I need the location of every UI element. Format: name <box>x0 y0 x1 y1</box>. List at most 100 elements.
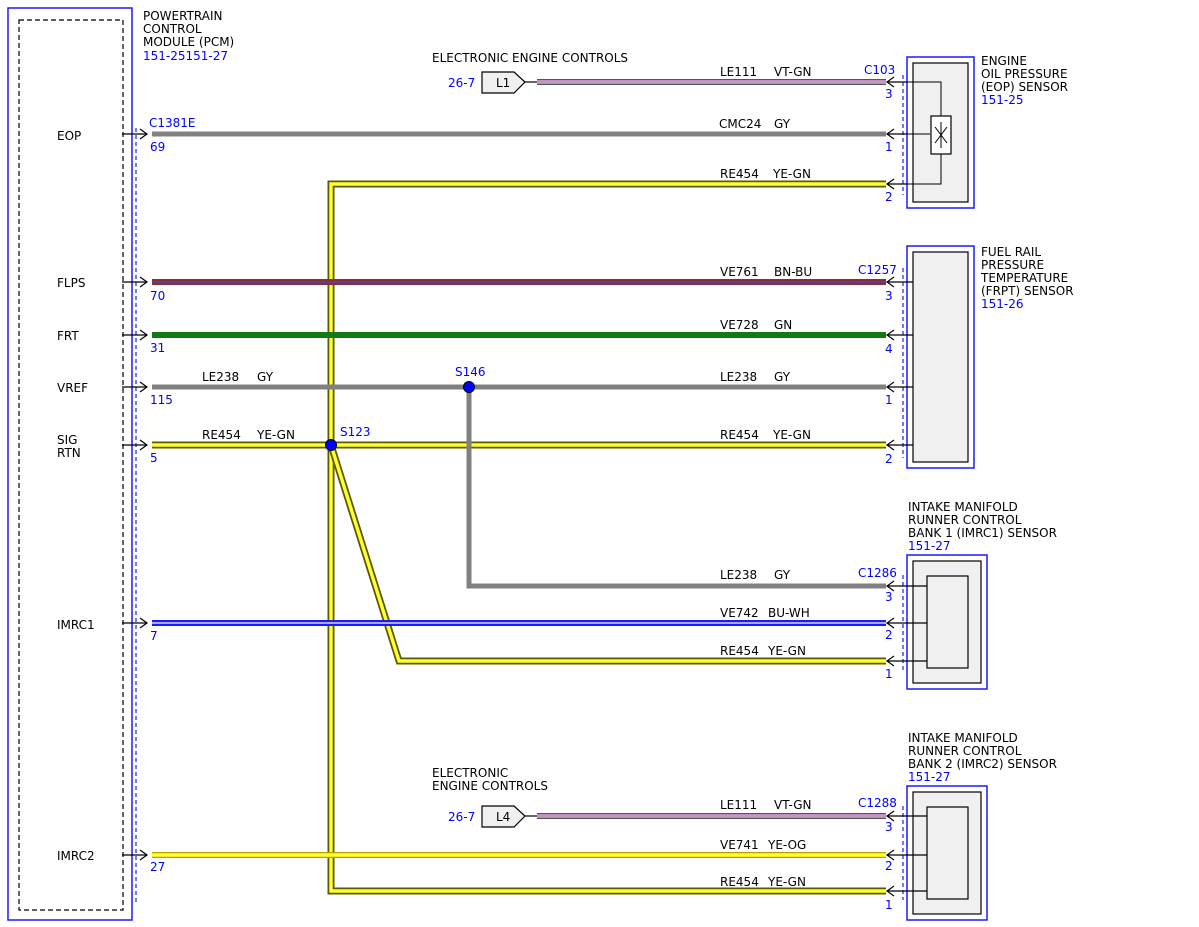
wire-label-circuit: LE111 <box>720 798 757 812</box>
wire-label-color: GY <box>774 568 791 582</box>
wire-label-circuit: LE238 <box>202 370 239 384</box>
imrc2-sensor-name-line-3: BANK 2 (IMRC2) SENSOR <box>908 757 1057 771</box>
wire-label-circuit: LE238 <box>720 370 757 384</box>
wire-label-circuit: RE454 <box>720 167 759 181</box>
imrc2-pin-number: 2 <box>885 859 893 873</box>
imrc2-sensor-outline <box>906 785 988 921</box>
frpt-sensor-ref[interactable]: 151-26 <box>981 297 1024 311</box>
imrc2-sensor-name-line-2: RUNNER CONTROL <box>908 744 1022 758</box>
imrc1-sensor-name-line-2: RUNNER CONTROL <box>908 513 1022 527</box>
pcm-title-line-1: POWERTRAIN <box>143 9 223 23</box>
arrow-imrc1-1 <box>885 655 927 667</box>
imrc1-sensor-outline <box>906 554 988 690</box>
wire-label-circuit: RE454 <box>720 875 759 889</box>
wire-label-color: YE-GN <box>767 644 806 658</box>
pcm-module[interactable] <box>7 7 137 921</box>
frpt-pin-number: 4 <box>885 342 893 356</box>
wire-label-color: YE-GN <box>772 167 811 181</box>
wire-label-circuit: CMC24 <box>719 117 761 131</box>
offpage-l4-label: L4 <box>496 810 510 824</box>
offpage-l1-page-ref[interactable]: 26-7 <box>448 76 475 90</box>
pcm-title-line-3: MODULE (PCM) <box>143 35 234 49</box>
arrow-imrc1-2 <box>885 617 927 629</box>
wire-label-circuit: VE741 <box>720 838 759 852</box>
imrc2-pin-number: 1 <box>885 898 893 912</box>
pcm-title-line-2: CONTROL <box>143 22 202 36</box>
imrc1-connector-label[interactable]: C1286 <box>858 566 897 580</box>
pcm-pin-number-31: 31 <box>150 341 165 355</box>
frpt-sensor-outline <box>906 245 975 469</box>
imrc1-sensor-element <box>926 575 969 669</box>
wire-label-color: GY <box>774 370 791 384</box>
pcm-outline <box>7 7 133 921</box>
imrc2-connector-label[interactable]: C1288 <box>858 796 897 810</box>
offpage-l4-title-line-2: ENGINE CONTROLS <box>432 779 548 793</box>
arrow-eop-2 <box>885 178 907 190</box>
pcm-pin-number-5: 5 <box>150 451 158 465</box>
wire-label-circuit: VE728 <box>720 318 759 332</box>
frpt-sensor-name-line-1: FUEL RAIL <box>981 245 1041 259</box>
arrow-frpt-3 <box>885 276 913 288</box>
wire-label-color: YE-OG <box>767 838 806 852</box>
pcm-arrow-vref <box>122 381 149 393</box>
wire-label-color: YE-GN <box>256 428 295 442</box>
frpt-sensor-name-line-2: PRESSURE <box>981 258 1044 272</box>
eop-sensor-name-line-3: (EOP) SENSOR <box>981 80 1068 94</box>
imrc2-sensor-element <box>926 806 969 900</box>
wire-label-color: VT-GN <box>774 798 811 812</box>
splice-s146-label: S146 <box>455 365 486 379</box>
eop-connector-label[interactable]: C103 <box>864 63 895 77</box>
frpt-sensor-body <box>912 251 969 463</box>
eop-sensor[interactable] <box>900 56 975 209</box>
pcm-pin-name-imrc1: IMRC1 <box>57 618 95 632</box>
arrow-imrc2-3 <box>885 810 927 822</box>
pcm-pin-number-7: 7 <box>150 629 158 643</box>
arrow-frpt-4 <box>885 329 913 341</box>
eop-sensor-element-symbol <box>934 122 948 148</box>
offpage-l4-page-ref[interactable]: 26-7 <box>448 810 475 824</box>
wire-le238-vref[interactable] <box>152 384 886 589</box>
wire-label-circuit: LE111 <box>720 65 757 79</box>
imrc2-sensor-ref[interactable]: 151-27 <box>908 770 951 784</box>
wire-label-circuit: RE454 <box>720 644 759 658</box>
imrc1-sensor[interactable] <box>902 554 988 690</box>
eop-pin-number: 3 <box>885 87 893 101</box>
arrow-imrc2-1 <box>885 885 927 897</box>
eop-sensor-ref[interactable]: 151-25 <box>981 93 1024 107</box>
pcm-pin-name-imrc2: IMRC2 <box>57 849 95 863</box>
splice-s146[interactable] <box>463 381 475 393</box>
imrc2-sensor[interactable] <box>902 785 988 921</box>
frpt-sensor-name-line-3: TEMPERATURE <box>980 271 1068 285</box>
pcm-pin-number-115: 115 <box>150 393 173 407</box>
wire-re454-spine[interactable] <box>327 180 886 895</box>
imrc1-sensor-ref[interactable]: 151-27 <box>908 539 951 553</box>
pcm-refs[interactable]: 151-25151-27 <box>143 49 228 63</box>
pcm-arrow-imrc1 <box>122 617 149 629</box>
imrc2-sensor-name-line-1: INTAKE MANIFOLD <box>908 731 1018 745</box>
arrow-frpt-1 <box>885 381 913 393</box>
pcm-pin-number-70: 70 <box>150 289 165 303</box>
offpage-l1-flag[interactable] <box>481 71 526 94</box>
wire-label-color: YE-GN <box>772 428 811 442</box>
frpt-sensor[interactable] <box>902 245 975 469</box>
wire-label-color: YE-GN <box>767 875 806 889</box>
pcm-connector-label[interactable]: C1381E <box>149 116 196 130</box>
imrc1-sensor-name-line-3: BANK 1 (IMRC1) SENSOR <box>908 526 1057 540</box>
wire-label-circuit: VE761 <box>720 265 759 279</box>
offpage-l1-title: ELECTRONIC ENGINE CONTROLS <box>432 51 628 65</box>
imrc1-pin-number: 2 <box>885 628 893 642</box>
frpt-pin-number: 2 <box>885 452 893 466</box>
eop-sensor-name-line-2: OIL PRESSURE <box>981 67 1068 81</box>
wire-label-circuit: LE238 <box>720 568 757 582</box>
pcm-pin-name-vref: VREF <box>57 381 88 395</box>
splice-s123[interactable] <box>325 439 337 451</box>
frpt-connector-label[interactable]: C1257 <box>858 263 897 277</box>
pcm-pin-name-flps: FLPS <box>57 276 85 290</box>
wire-label-color: GY <box>257 370 274 384</box>
wire-label-color: BU-WH <box>768 606 810 620</box>
wire-re454-imrc1[interactable] <box>327 443 886 665</box>
wire-label-circuit: RE454 <box>720 428 759 442</box>
eop-pin-number: 1 <box>885 140 893 154</box>
offpage-l4-flag[interactable] <box>481 805 526 828</box>
